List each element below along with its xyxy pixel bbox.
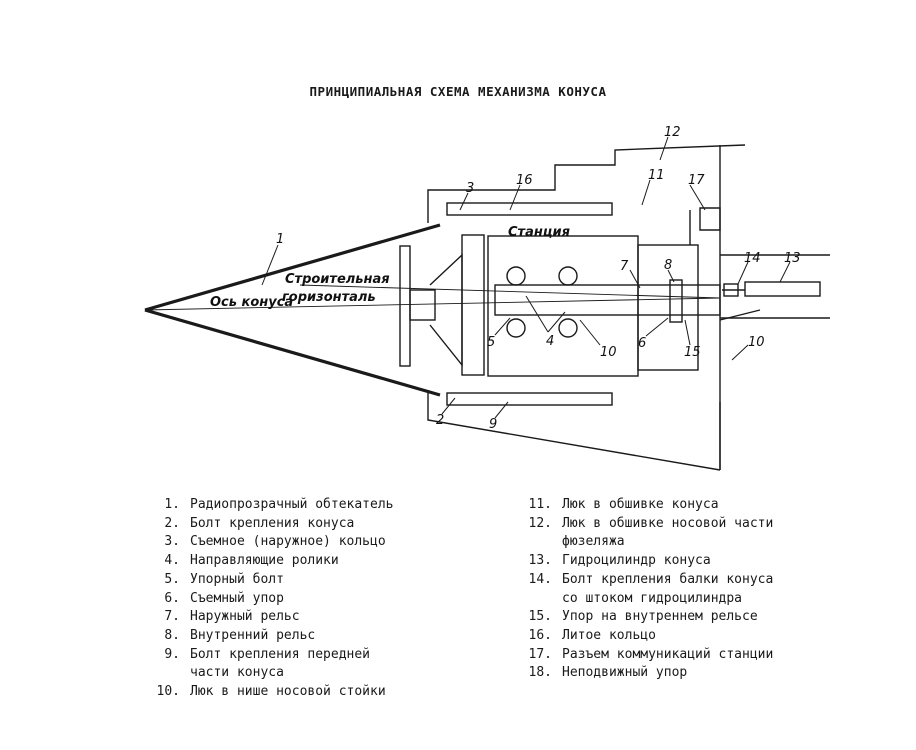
legend-number: 1.: [164, 497, 180, 512]
radome-cone-upper: [144, 223, 441, 312]
callout-3: 3: [466, 181, 474, 196]
callout-4: 4: [546, 334, 554, 349]
legend-text: Съемное (наружное) кольцо: [190, 534, 386, 550]
legend-number: 17.: [528, 646, 552, 662]
legend-text: Болт крепления передней части конуса: [190, 646, 371, 681]
legend-text: Гидроцилиндр конуса: [562, 553, 711, 569]
legend-number: 4.: [164, 553, 180, 569]
station-connector: [699, 207, 721, 231]
inner-rail: [669, 279, 683, 323]
legend-number: 14.: [528, 571, 552, 587]
hydraulic-cylinder: [744, 281, 821, 297]
legend-text: Направляющие ролики: [190, 553, 339, 569]
callout-13: 13: [784, 251, 801, 266]
legend-number: 3.: [164, 534, 180, 550]
cone-axis-line: [144, 297, 721, 311]
removable-outer-ring: [446, 202, 613, 216]
legend-number: 7.: [164, 609, 180, 625]
legend-item: 8. Внутренний рельс: [138, 627, 468, 646]
callout-8: 8: [664, 258, 672, 273]
legend-text: Люк в обшивке носовой части фюзеляжа: [562, 515, 774, 550]
page-title: ПРИНЦИПИАЛЬНАЯ СХЕМА МЕХАНИЗМА КОНУСА: [309, 84, 607, 99]
legend-item: 13. Гидроцилиндр конуса: [510, 552, 840, 571]
horizontal-axis-line: [299, 284, 721, 299]
callout-11: 11: [648, 168, 665, 183]
callout-2: 2: [436, 413, 444, 428]
callout-5: 5: [487, 335, 495, 350]
legend-item: 5. Упорный болт: [138, 571, 468, 590]
legend-item: 1. Радиопрозрачный обтекатель: [138, 496, 468, 515]
radome-cone-lower: [144, 308, 441, 397]
horizontal-label: горизонталь: [282, 290, 376, 305]
legend-item: 2. Болт крепления конуса: [138, 515, 468, 534]
legend-number: 11.: [528, 497, 552, 512]
callout-7: 7: [620, 259, 629, 274]
legend-number: 5.: [164, 571, 180, 587]
legend-text: Внутренний рельс: [190, 627, 316, 643]
legend-item: 12. Люк в обшивке носовой части фюзеляжа: [510, 515, 840, 552]
legend-text: Радиопрозрачный обтекатель: [190, 497, 394, 512]
guide-roller: [506, 318, 526, 338]
removable-outer-ring-lower: [446, 392, 613, 406]
legend-item: 17. Разъем коммуникаций станции: [510, 646, 840, 665]
legend-number: 2.: [164, 515, 180, 531]
guide-roller: [558, 318, 578, 338]
callout-6: 6: [638, 336, 646, 351]
legend-item: 4. Направляющие ролики: [138, 552, 468, 571]
legend-number: 10.: [156, 684, 180, 700]
cone-mechanism-scheme: Станция Строительная горизонталь Ось кон…: [144, 125, 830, 471]
legend-left-column: 1. Радиопрозрачный обтекатель 2. Болт креп…: [138, 496, 468, 702]
legend-right-column: 11. Люк в обшивке конуса 12. Люк в обшивке…: [510, 496, 840, 683]
fuselage-outline: [427, 144, 746, 223]
legend-number: 13.: [528, 553, 552, 569]
fuselage-lower-outline: [427, 390, 721, 471]
callout-10-hatch: 10: [748, 335, 765, 350]
legend-item: 18. Неподвижный упор: [510, 664, 840, 683]
legend-number: 8.: [164, 627, 180, 643]
legend-item: 16. Литое кольцо: [510, 627, 840, 646]
callout-10-rail: 10: [600, 345, 617, 360]
legend-item: 10. Люк в нише носовой стойки: [138, 683, 468, 702]
legend-item: 15. Упор на внутреннем рельсе: [510, 608, 840, 627]
legend-item: 11. Люк в обшивке конуса: [510, 496, 840, 515]
legend-item: 14. Болт крепления балки конуса со штоком…: [510, 571, 840, 608]
legend-text: Съемный упор: [190, 590, 284, 606]
callout-16: 16: [516, 173, 533, 188]
legend-number: 6.: [164, 590, 180, 606]
station-label: Станция: [508, 225, 570, 240]
legend-item: 6. Съемный упор: [138, 590, 468, 609]
callout-17: 17: [688, 173, 705, 188]
legend-text: Упорный болт: [190, 571, 284, 587]
legend-number: 12.: [528, 515, 552, 531]
callout-14: 14: [744, 251, 761, 266]
legend-text: Неподвижный упор: [562, 665, 688, 681]
legend-text: Наружный рельс: [190, 609, 300, 625]
legend-number: 9.: [164, 646, 180, 662]
legend-item: 9. Болт крепления передней части конуса: [138, 646, 468, 683]
legend-number: 18.: [528, 665, 552, 681]
legend-number: 15.: [528, 609, 552, 625]
legend-number: 16.: [528, 627, 552, 643]
callout-12: 12: [664, 125, 681, 140]
cone-axis-label: Ось конуса: [210, 295, 293, 310]
guide-roller: [558, 266, 578, 286]
callout-1: 1: [276, 232, 284, 247]
legend-text: Люк в нише носовой стойки: [190, 684, 386, 700]
legend-text: Люк в обшивке конуса: [562, 497, 719, 512]
legend-text: Разъем коммуникаций станции: [562, 646, 774, 662]
legend-text: Упор на внутреннем рельсе: [562, 609, 758, 625]
construction-horizontal-label: Строительная: [285, 272, 390, 287]
callout-9: 9: [489, 417, 497, 432]
legend-text: Болт крепления конуса: [190, 515, 355, 531]
legend-text: Литое кольцо: [562, 627, 656, 643]
legend-item: 7. Наружный рельс: [138, 608, 468, 627]
legend-text: Болт крепления балки конуса со штоком ги…: [562, 571, 774, 606]
callout-15: 15: [684, 345, 701, 360]
outer-rail: [494, 284, 721, 316]
guide-roller: [506, 266, 526, 286]
legend-item: 3. Съемное (наружное) кольцо: [138, 533, 468, 552]
